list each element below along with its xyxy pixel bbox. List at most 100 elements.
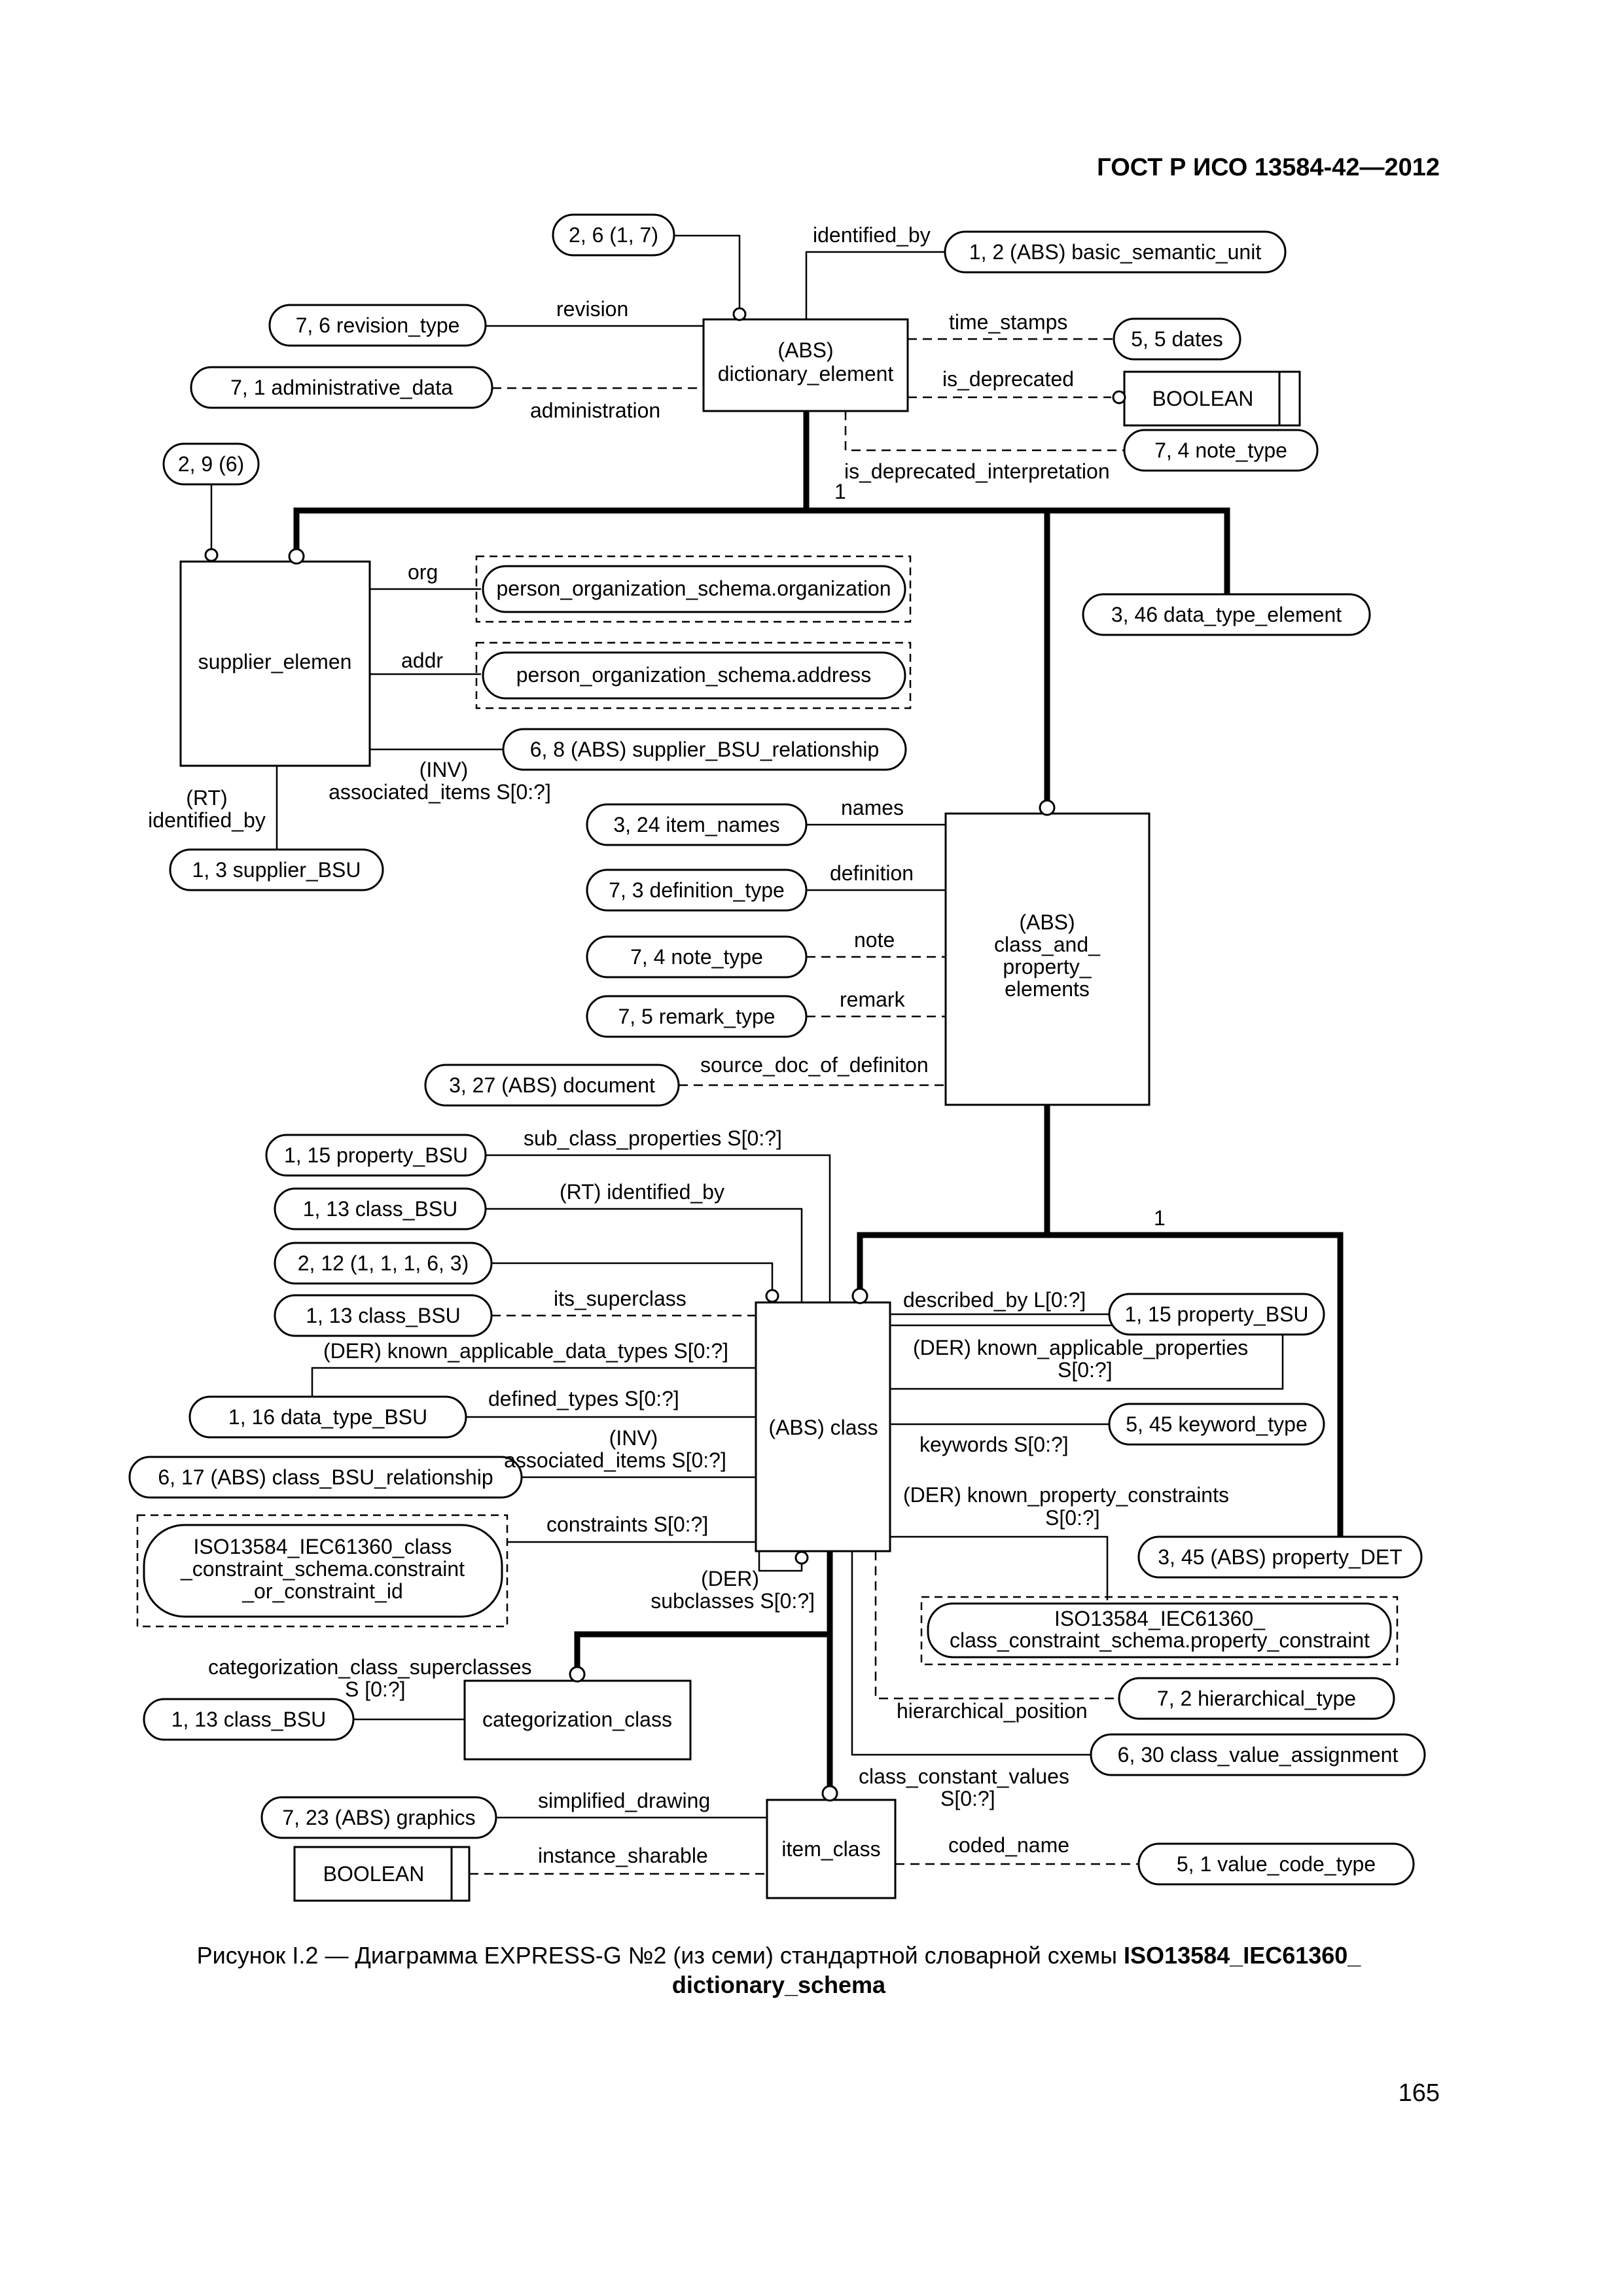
attr-is-deprecated: is_deprecated xyxy=(942,367,1074,391)
boolean-type-box-top: BOOLEAN xyxy=(1123,370,1301,427)
entity-class: (ABS) class xyxy=(755,1301,891,1552)
attr-administration: administration xyxy=(530,399,660,422)
svg-text:3, 46 data_type_element: 3, 46 data_type_element xyxy=(1111,603,1342,626)
entity-supplier-element: supplier_elemen xyxy=(179,560,371,767)
attr-rt-identified-by: (RT) identified_by xyxy=(560,1180,724,1204)
svg-text:7, 5 remark_type: 7, 5 remark_type xyxy=(618,1005,775,1028)
page-ref-item-names: 3, 24 item_names xyxy=(586,803,808,846)
attr-cat-superclasses-b: S [0:?] xyxy=(345,1677,406,1701)
schema-ref-address: person_organization_schema.address xyxy=(475,641,912,709)
attr-definition: definition xyxy=(830,861,914,885)
page-ref-property-bsu-left: 1, 15 property_BSU xyxy=(265,1134,487,1177)
page-ref-graphics: 7, 23 (ABS) graphics xyxy=(260,1796,497,1839)
page-ref-class-bsu-2: 1, 13 class_BSU xyxy=(274,1294,493,1337)
attr-der-kap: (DER) known_applicable_properties xyxy=(913,1336,1248,1359)
attr-inv-assoc-2: (INV) xyxy=(609,1426,658,1450)
attr-inv-assoc-2-b: associated_items S[0:?] xyxy=(504,1448,726,1472)
attr-identified-by: identified_by xyxy=(813,223,931,247)
svg-text:ISO13584_IEC61360_class: ISO13584_IEC61360_class xyxy=(194,1535,452,1558)
page-ref-property-bsu-right: 1, 15 property_BSU xyxy=(1108,1293,1325,1336)
svg-text:5, 5 dates: 5, 5 dates xyxy=(1131,327,1223,351)
attr-keywords: keywords S[0:?] xyxy=(919,1433,1069,1456)
attr-revision: revision xyxy=(556,297,628,321)
svg-text:property_: property_ xyxy=(1003,955,1092,978)
attr-cat-superclasses: categorization_class_superclasses xyxy=(208,1655,531,1679)
page-ref-supplier-bsu: 1, 3 supplier_BSU xyxy=(169,848,384,891)
attr-source-doc: source_doc_of_definiton xyxy=(700,1053,929,1077)
svg-text:7, 2 hierarchical_type: 7, 2 hierarchical_type xyxy=(1157,1687,1356,1710)
svg-text:3, 27 (ABS) document: 3, 27 (ABS) document xyxy=(449,1073,655,1097)
attr-org: org xyxy=(408,560,438,584)
attr-class-constant-values-b: S[0:?] xyxy=(940,1787,995,1810)
schema-ref-constraint-schema: ISO13584_IEC61360_class _constraint_sche… xyxy=(136,1514,508,1628)
standard-header: ГОСТ Р ИСО 13584-42—2012 xyxy=(1097,154,1440,181)
attr-remark: remark xyxy=(840,988,906,1011)
svg-text:5, 45 keyword_type: 5, 45 keyword_type xyxy=(1126,1412,1308,1436)
svg-text:(ABS): (ABS) xyxy=(777,338,833,362)
attr-defined-types: defined_types S[0:?] xyxy=(488,1387,679,1410)
attr-inv-assoc-1-b: associated_items S[0:?] xyxy=(329,780,551,804)
svg-text:7, 4 note_type: 7, 4 note_type xyxy=(630,945,763,969)
page-ref-class-value-assignment: 6, 30 class_value_assignment xyxy=(1090,1733,1426,1776)
svg-text:6, 30 class_value_assignment: 6, 30 class_value_assignment xyxy=(1118,1743,1399,1767)
attr-note: note xyxy=(854,928,895,952)
attr-der-kadt: (DER) known_applicable_data_types S[0:?] xyxy=(323,1339,728,1363)
attr-coded-name: coded_name xyxy=(948,1833,1069,1857)
supertype-one-label: 1 xyxy=(834,480,846,503)
attr-instance-sharable: instance_sharable xyxy=(538,1844,708,1867)
attr-sub-class-properties: sub_class_properties S[0:?] xyxy=(524,1126,782,1150)
svg-text:1, 15 property_BSU: 1, 15 property_BSU xyxy=(284,1143,468,1167)
svg-text:6, 17 (ABS) class_BSU_relation: 6, 17 (ABS) class_BSU_relationship xyxy=(158,1465,493,1489)
svg-text:7, 23 (ABS) graphics: 7, 23 (ABS) graphics xyxy=(282,1806,475,1829)
svg-text:dictionary_element: dictionary_element xyxy=(718,362,894,386)
svg-text:2, 9 (6): 2, 9 (6) xyxy=(178,452,244,476)
attr-names: names xyxy=(841,796,904,819)
entity-categorization-class: categorization_class xyxy=(463,1679,692,1761)
svg-text:7, 4 note_type: 7, 4 note_type xyxy=(1154,439,1287,462)
svg-text:person_organization_schema.org: person_organization_schema.organization xyxy=(496,577,891,600)
page-ref-remark-type: 7, 5 remark_type xyxy=(586,995,808,1038)
page-ref-dates: 5, 5 dates xyxy=(1113,317,1241,361)
attr-its-superclass: its_superclass xyxy=(554,1287,687,1310)
attr-hierarchical-position: hierarchical_position xyxy=(897,1699,1088,1723)
svg-text:_constraint_schema.constraint: _constraint_schema.constraint xyxy=(180,1557,465,1581)
attr-der-kap-b: S[0:?] xyxy=(1058,1358,1113,1382)
page-ref-revision-type: 7, 6 revision_type xyxy=(268,304,487,347)
attr-addr: addr xyxy=(401,649,443,672)
attribute-labels: identified_by revision time_stamps is_de… xyxy=(148,223,1248,1867)
svg-text:3, 45 (ABS) property_DET: 3, 45 (ABS) property_DET xyxy=(1158,1545,1402,1569)
svg-text:_or_constraint_id: _or_constraint_id xyxy=(241,1579,402,1603)
svg-text:ISO13584_IEC61360_: ISO13584_IEC61360_ xyxy=(1054,1607,1266,1630)
svg-text:2, 12 (1, 1, 1, 6, 3): 2, 12 (1, 1, 1, 6, 3) xyxy=(298,1251,469,1275)
svg-text:1, 2 (ABS) basic_semantic_unit: 1, 2 (ABS) basic_semantic_unit xyxy=(969,240,1262,264)
svg-text:1, 13 class_BSU: 1, 13 class_BSU xyxy=(303,1197,458,1221)
figure-caption: Рисунок I.2 — Диаграмма EXPRESS-G №2 (из… xyxy=(197,1942,1362,1969)
supertype-one-label-mid: 1 xyxy=(1154,1206,1166,1230)
svg-text:BOOLEAN: BOOLEAN xyxy=(323,1862,425,1886)
page-ref-hierarchical-type: 7, 2 hierarchical_type xyxy=(1118,1677,1395,1720)
svg-text:7, 6 revision_type: 7, 6 revision_type xyxy=(296,314,460,337)
attr-der-subclasses-b: subclasses S[0:?] xyxy=(651,1589,815,1613)
attr-class-constant-values: class_constant_values xyxy=(859,1765,1069,1788)
attr-simplified-drawing: simplified_drawing xyxy=(538,1789,710,1812)
figure-caption-line2: dictionary_schema xyxy=(672,1971,886,1998)
svg-text:item_class: item_class xyxy=(781,1837,880,1861)
svg-text:7, 1 administrative_data: 7, 1 administrative_data xyxy=(230,376,453,399)
page-ref-note-type-mid: 7, 4 note_type xyxy=(586,935,808,978)
attr-der-kpc: (DER) known_property_constraints xyxy=(903,1483,1229,1507)
page-ref-class-bsu-relationship: 6, 17 (ABS) class_BSU_relationship xyxy=(128,1456,523,1499)
attr-inv-assoc-1: (INV) xyxy=(419,758,469,781)
page-ref-administrative-data: 7, 1 administrative_data xyxy=(190,366,493,409)
attr-der-kpc-b: S[0:?] xyxy=(1045,1506,1100,1530)
relation-circles xyxy=(204,307,1126,1802)
page-ref-ref-2-9: 2, 9 (6) xyxy=(162,442,260,486)
svg-text:7, 3 definition_type: 7, 3 definition_type xyxy=(609,878,785,902)
svg-text:1, 13 class_BSU: 1, 13 class_BSU xyxy=(306,1304,461,1327)
svg-text:categorization_class: categorization_class xyxy=(482,1708,672,1731)
attr-rt-2: identified_by xyxy=(148,808,266,832)
page-ref-property-det: 3, 45 (ABS) property_DET xyxy=(1137,1535,1423,1579)
page-ref-basic-semantic-unit: 1, 2 (ABS) basic_semantic_unit xyxy=(944,230,1287,274)
svg-text:3, 24 item_names: 3, 24 item_names xyxy=(613,813,779,836)
attr-der-subclasses: (DER) xyxy=(701,1567,759,1590)
